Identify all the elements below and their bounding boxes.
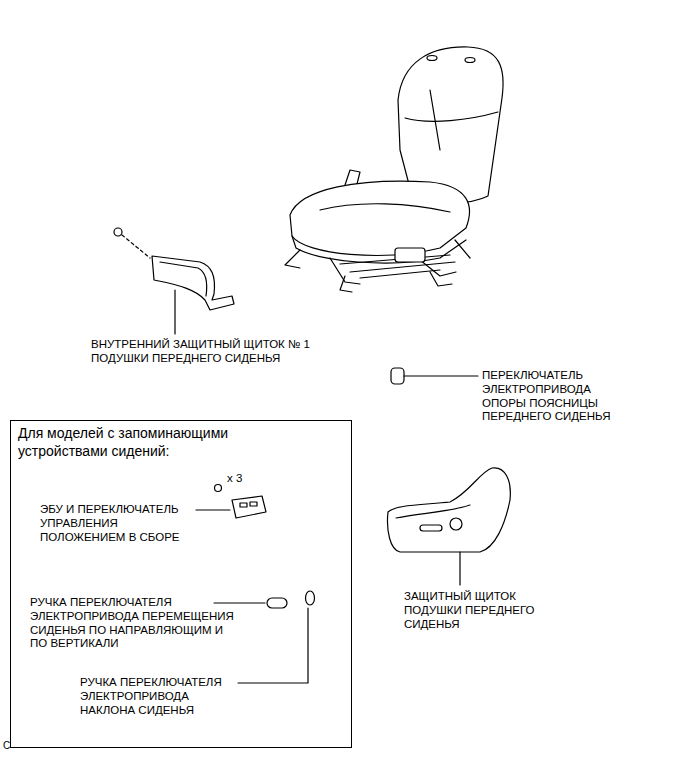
leader-line	[238, 608, 308, 683]
lumbar-switch	[391, 368, 404, 384]
leader-line	[214, 602, 265, 603]
switch-opening	[420, 525, 442, 531]
group-heading: Для моделей с запоминающими устройствами…	[11, 421, 324, 460]
part-label: ВНУТРЕННИЙ ЗАЩИТНЫЙ ЩИТОК № 1 ПОДУШКИ ПЕ…	[91, 338, 326, 366]
quantity-label: x 3	[227, 472, 257, 486]
seat-shield-edge	[396, 505, 470, 518]
headrest-hole	[465, 58, 475, 63]
seat-motor	[395, 248, 425, 262]
slide-knob	[267, 598, 287, 608]
figure-code: C	[3, 740, 17, 752]
seat-backrest	[398, 47, 503, 203]
seat-feet	[340, 272, 452, 292]
recline-knob	[306, 591, 315, 605]
seat-seam	[320, 204, 450, 212]
seat-cushion-side	[292, 236, 466, 263]
inner-shield-edge	[160, 262, 207, 296]
ecu-button	[250, 502, 257, 506]
ecu-switch	[232, 496, 266, 518]
part-label: ПЕРЕКЛЮЧАТЕЛЬ ЭЛЕКТРОПРИВОДА ОПОРЫ ПОЯСН…	[482, 369, 632, 424]
seat-seam	[405, 112, 498, 121]
part-label: ЭБУ И ПЕРЕКЛЮЧАТЕЛЬ УПРАВЛЕНИЯ ПОЛОЖЕНИЕ…	[40, 503, 196, 544]
part-label: ЗАЩИТНЫЙ ЩИТОК ПОДУШКИ ПЕРЕДНЕГО СИДЕНЬЯ	[404, 590, 554, 631]
leader-line	[404, 375, 478, 376]
seat-shield	[388, 468, 511, 552]
seat-seam	[430, 90, 440, 150]
part-label: РУЧКА ПЕРЕКЛЮЧАТЕЛЯ ЭЛЕКТРОПРИВОДА НАКЛО…	[80, 676, 240, 717]
leader-line	[174, 290, 175, 334]
screw	[114, 228, 122, 236]
leader-line	[459, 552, 460, 585]
ecu-button	[240, 503, 247, 507]
seat-cushion	[290, 181, 470, 255]
screw	[215, 485, 222, 492]
switch-opening	[450, 518, 462, 530]
screw-axis	[122, 235, 150, 258]
seat-frame	[285, 240, 470, 284]
leader-line	[196, 509, 230, 510]
inner-shield	[152, 256, 234, 310]
part-label: РУЧКА ПЕРЕКЛЮЧАТЕЛЯ ЭЛЕКТРОПРИВОДА ПЕРЕМ…	[30, 596, 240, 651]
headrest-hole	[427, 56, 437, 61]
